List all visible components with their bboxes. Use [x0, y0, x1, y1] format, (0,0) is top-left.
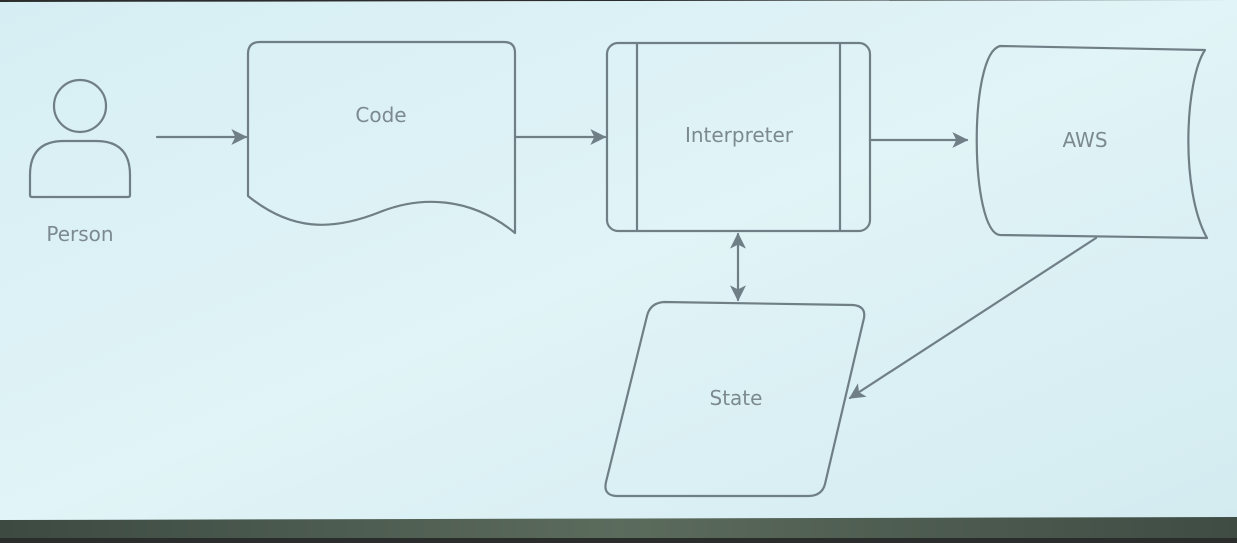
aws-label: AWS — [1062, 128, 1107, 152]
code-node-shape — [246, 40, 517, 235]
projector-bottom-edge — [0, 516, 1237, 538]
code-label: Code — [355, 103, 406, 127]
slide-background — [0, 0, 1237, 520]
aws-node-shape — [975, 44, 1209, 240]
state-node-shape — [604, 300, 866, 498]
edge-aws-to-state — [848, 236, 1098, 400]
person-label: Person — [46, 222, 113, 246]
interpreter-label: Interpreter — [685, 123, 794, 147]
person-body-icon — [28, 139, 132, 199]
interpreter-node-shape — [605, 41, 872, 233]
state-label: State — [710, 386, 763, 410]
person-node — [28, 78, 132, 199]
person-head-icon — [52, 78, 108, 134]
